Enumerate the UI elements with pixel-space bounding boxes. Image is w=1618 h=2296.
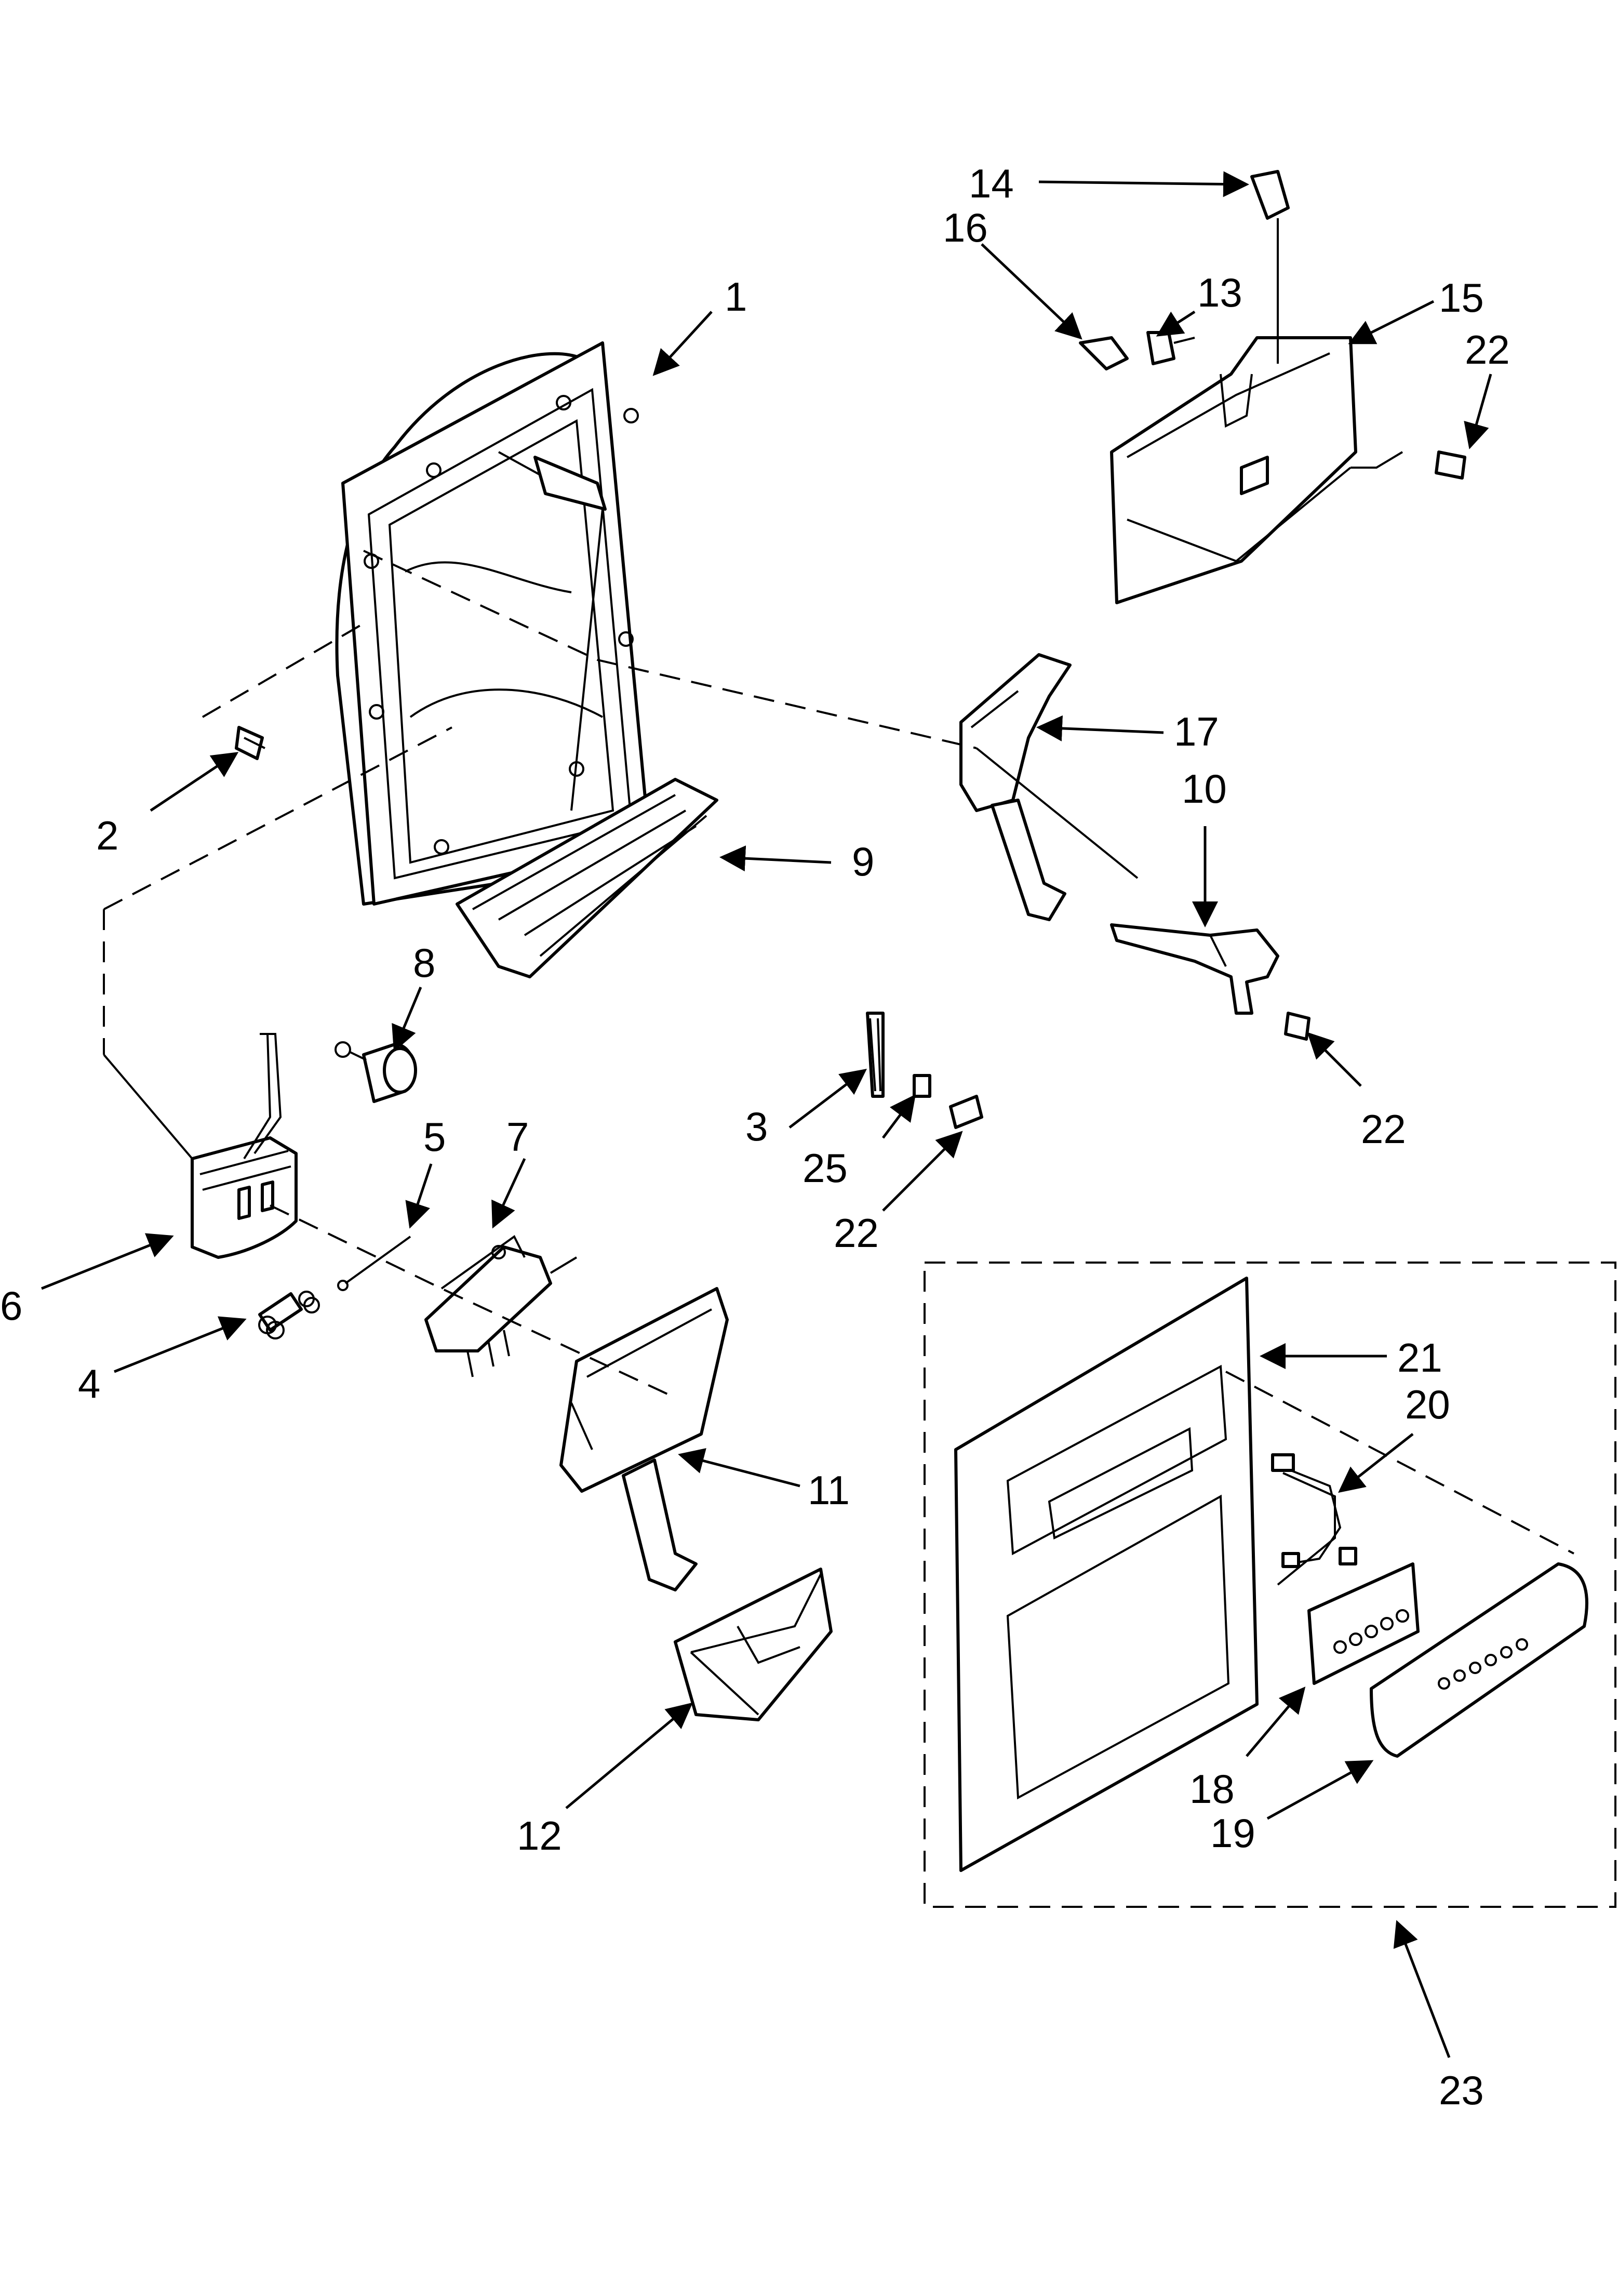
- part-21-front-panel: [954, 1277, 1259, 1872]
- part-8-motor: [335, 1041, 417, 1103]
- callout-19: 19: [1210, 1810, 1255, 1856]
- callout-23: 23: [1439, 2067, 1484, 2113]
- part-20-harness: [1271, 1453, 1357, 1586]
- part-14-switch: [1250, 170, 1290, 364]
- assembly-lines: [103, 550, 1574, 1555]
- part-11-dispenser-arm: [559, 1287, 729, 1591]
- callout-16: 16: [943, 205, 988, 250]
- callout-4: 4: [78, 1361, 100, 1406]
- callout-1: 1: [725, 274, 747, 320]
- callout-20: 20: [1405, 1382, 1450, 1427]
- part-13-socket: [1146, 331, 1195, 365]
- part-9-drip-tray: [456, 778, 718, 978]
- part-2-screw: [235, 726, 265, 760]
- part-17-actuator-arm: [959, 653, 1072, 921]
- part-16-bulb: [1079, 336, 1129, 370]
- part-7-actuator: [424, 1235, 578, 1377]
- part-22-screw-small: [949, 1095, 983, 1129]
- callout-15: 15: [1439, 275, 1484, 321]
- callout-3: 3: [745, 1104, 768, 1149]
- callout-22-mid: 22: [1361, 1106, 1406, 1152]
- callout-22-top: 22: [1465, 327, 1510, 373]
- callout-13: 13: [1197, 270, 1242, 315]
- callout-11: 11: [808, 1467, 850, 1513]
- part-19-overlay: [1370, 1562, 1588, 1758]
- callout-17: 17: [1174, 709, 1219, 754]
- part-23-kit-group: [924, 1262, 1616, 1908]
- callout-18: 18: [1189, 1766, 1235, 1812]
- callout-12: 12: [517, 1813, 562, 1859]
- callout-25: 25: [803, 1145, 848, 1191]
- part-10-lever: [1110, 923, 1279, 1015]
- part-22-screw-mid: [1284, 1012, 1311, 1041]
- callout-7: 7: [506, 1114, 529, 1160]
- callout-21: 21: [1397, 1335, 1442, 1381]
- callout-6: 6: [0, 1283, 22, 1329]
- leader-lines: [41, 171, 1492, 2058]
- part-5-pin: [337, 1236, 411, 1291]
- callout-22-low: 22: [834, 1210, 879, 1256]
- callout-labels: 1 2 9 8 5 7 6 4 11 12 3 25 22 10 17 22 1…: [0, 161, 1510, 2113]
- part-3-clip: [866, 1012, 885, 1098]
- callout-2: 2: [96, 813, 118, 858]
- callout-10: 10: [1182, 766, 1227, 812]
- part-12-ice-chute: [674, 1568, 833, 1721]
- part-6-solenoid-box: [191, 1033, 298, 1259]
- part-25-pad: [913, 1074, 931, 1098]
- part-18-control-board: [1307, 1562, 1420, 1685]
- callout-14: 14: [969, 161, 1014, 206]
- part-15-bracket: [1110, 336, 1403, 604]
- part-1-dispenser-housing: [335, 341, 651, 906]
- part-4-spring: [258, 1291, 320, 1339]
- part-22-screw-top: [1435, 450, 1466, 480]
- callout-8: 8: [413, 940, 435, 986]
- callout-9: 9: [852, 839, 874, 884]
- callout-5: 5: [423, 1114, 446, 1160]
